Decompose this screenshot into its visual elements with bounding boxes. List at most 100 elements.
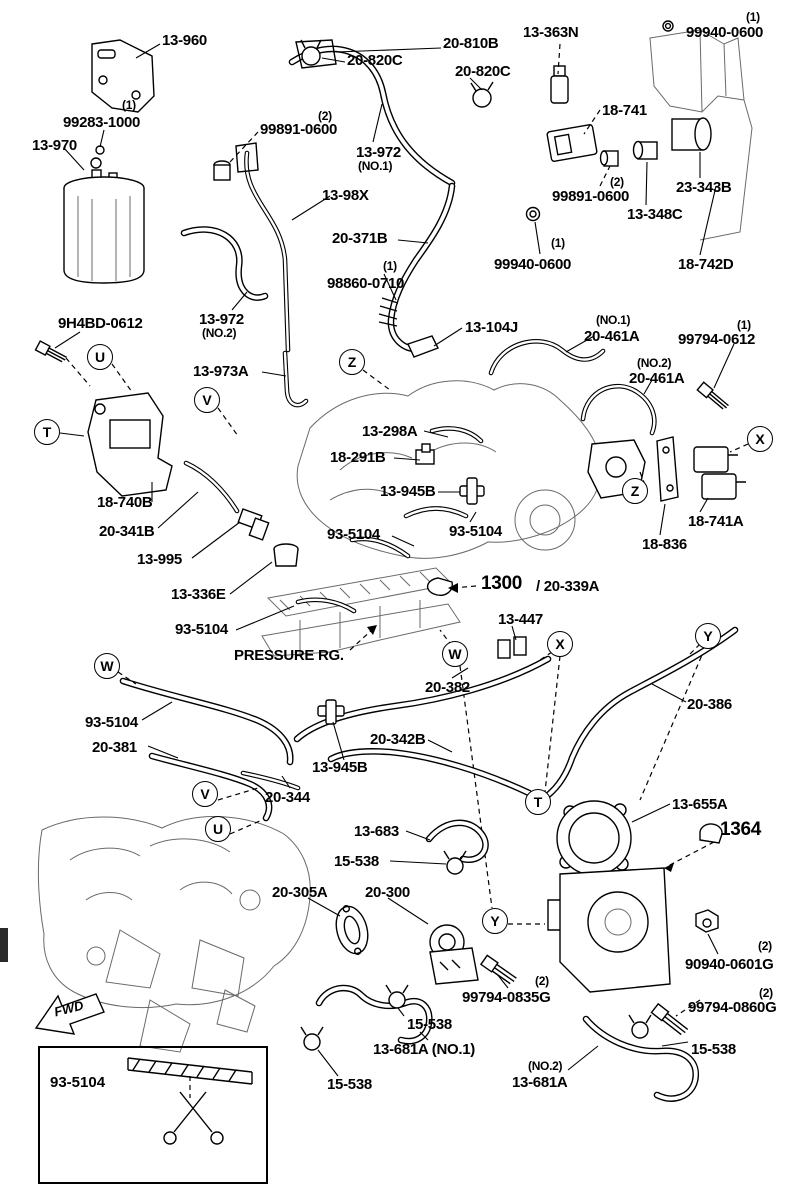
part-label: 99794-0835G xyxy=(462,989,551,1006)
connector-callout: Z xyxy=(622,478,648,504)
part-label: 20-461A xyxy=(629,370,685,387)
hose-20-386 xyxy=(539,626,739,803)
part-label: 20-305A xyxy=(272,884,328,901)
part-label: 20-341B xyxy=(99,523,155,540)
bolt-99794-0612 xyxy=(696,381,729,410)
part-label: 13-104J xyxy=(465,319,518,336)
hose-13-681A-no2 xyxy=(582,1015,700,1102)
part-label: (1) xyxy=(737,318,751,332)
part-label: 13-972 xyxy=(356,144,401,161)
part-label: 20-382 xyxy=(425,679,470,696)
part-label: 93-5104 xyxy=(449,523,502,540)
part-label: / 20-339A xyxy=(536,578,600,595)
part-label: 98860-0710 xyxy=(327,275,405,292)
part-label: 99940-0600 xyxy=(494,256,572,273)
valve-assembly-18-740B xyxy=(87,392,173,497)
fitting-18-291B xyxy=(415,443,435,465)
part-label: (2) xyxy=(758,939,772,953)
part-label: 9H4BD-0612 xyxy=(58,315,143,332)
part-label: 1364 xyxy=(720,819,762,840)
part-label: 13-681A (NO.1) xyxy=(373,1041,475,1058)
part-label: (2) xyxy=(610,175,624,189)
part-label: 13-973A xyxy=(193,363,249,380)
part-label: 13-98X xyxy=(322,187,369,204)
part-label: 18-742D xyxy=(678,256,734,273)
tee-13-945B-bottom xyxy=(317,699,345,725)
part-label: 20-820C xyxy=(455,63,511,80)
part-label: 13-970 xyxy=(32,137,77,154)
part-label: 90940-0601G xyxy=(685,956,774,973)
cap-1364 xyxy=(699,823,723,844)
part-label: 13-972 xyxy=(199,311,244,328)
part-label: (NO.2) xyxy=(528,1059,563,1073)
part-label: (2) xyxy=(318,109,332,123)
part-label: (1) xyxy=(122,98,136,112)
sleeve-13-348C xyxy=(632,140,658,160)
hose-20-371B xyxy=(378,182,456,353)
part-label: 18-291B xyxy=(330,449,386,466)
part-label: 13-683 xyxy=(354,823,399,840)
connector-callout: X xyxy=(547,631,573,657)
hose-13-683 xyxy=(425,819,489,864)
gasket-20-305A xyxy=(335,905,369,955)
part-label: 15-538 xyxy=(691,1041,736,1058)
bracket-13-960 xyxy=(91,39,155,113)
part-label: 13-336E xyxy=(171,586,226,603)
part-label: 20-810B xyxy=(443,35,499,52)
bolt-99794-0860G xyxy=(650,1002,689,1036)
hose-93-5104-left xyxy=(119,677,294,766)
top-right-bracket-art xyxy=(649,29,753,241)
hose-20-341B xyxy=(183,460,240,514)
part-label: 20-342B xyxy=(370,731,426,748)
canister-13-970 xyxy=(63,145,145,284)
part-label: 13-655A xyxy=(672,796,728,813)
part-label: 13-363N xyxy=(523,24,579,41)
part-label: 99283-1000 xyxy=(63,114,141,131)
tee-13-945B-top xyxy=(459,477,485,505)
screw-9H4BD-0612 xyxy=(34,340,67,363)
tee-13-995 xyxy=(237,508,270,541)
hose-20-461A-no2 xyxy=(580,383,657,436)
part-label: PRESSURE RG. xyxy=(234,647,344,664)
part-label: 99891-0600 xyxy=(552,188,630,205)
part-label: (1) xyxy=(383,259,397,273)
clamps-15-538 xyxy=(300,850,652,1051)
clips-13-447 xyxy=(497,636,527,659)
part-label: (2) xyxy=(759,986,773,1000)
part-label: (2) xyxy=(535,974,549,988)
connector-callout: T xyxy=(525,789,551,815)
part-label: 20-386 xyxy=(687,696,732,713)
intake-manifold-art xyxy=(261,380,602,657)
fitting-99891-0600-right xyxy=(599,150,619,167)
part-label: 13-298A xyxy=(362,423,418,440)
part-label: 13-995 xyxy=(137,551,182,568)
part-label: (NO.2) xyxy=(202,326,237,340)
gasket-13-655A xyxy=(556,800,632,876)
fitting-99891-0600-left xyxy=(213,142,259,181)
regulator-20-339A xyxy=(427,577,453,596)
part-label: 99940-0600 xyxy=(686,24,764,41)
part-label: 15-538 xyxy=(334,853,379,870)
part-label: 20-381 xyxy=(92,739,137,756)
part-label: 18-741A xyxy=(688,513,744,530)
hose-13-972-no1 xyxy=(288,45,456,187)
hose-13-973A xyxy=(282,350,309,408)
pipe-13-98X xyxy=(244,150,291,353)
part-label: 1300 xyxy=(481,573,523,594)
hose-20-381 xyxy=(148,752,273,822)
hose-13-972-no2 xyxy=(180,226,269,301)
elbow-13-104J xyxy=(407,335,439,358)
connector-callout: U xyxy=(205,816,231,842)
hose-20-382 xyxy=(293,655,552,743)
part-label: 20-820C xyxy=(347,52,403,69)
leader-lines xyxy=(54,43,735,1077)
part-label: 93-5104 xyxy=(175,621,228,638)
legend-part-number: 93-5104 xyxy=(50,1074,106,1091)
part-label: 93-5104 xyxy=(327,526,380,543)
part-label: 18-836 xyxy=(642,536,687,553)
part-label: 13-960 xyxy=(162,32,207,49)
bolt-99794-0835G xyxy=(479,954,517,985)
connector-callout: V xyxy=(194,387,220,413)
